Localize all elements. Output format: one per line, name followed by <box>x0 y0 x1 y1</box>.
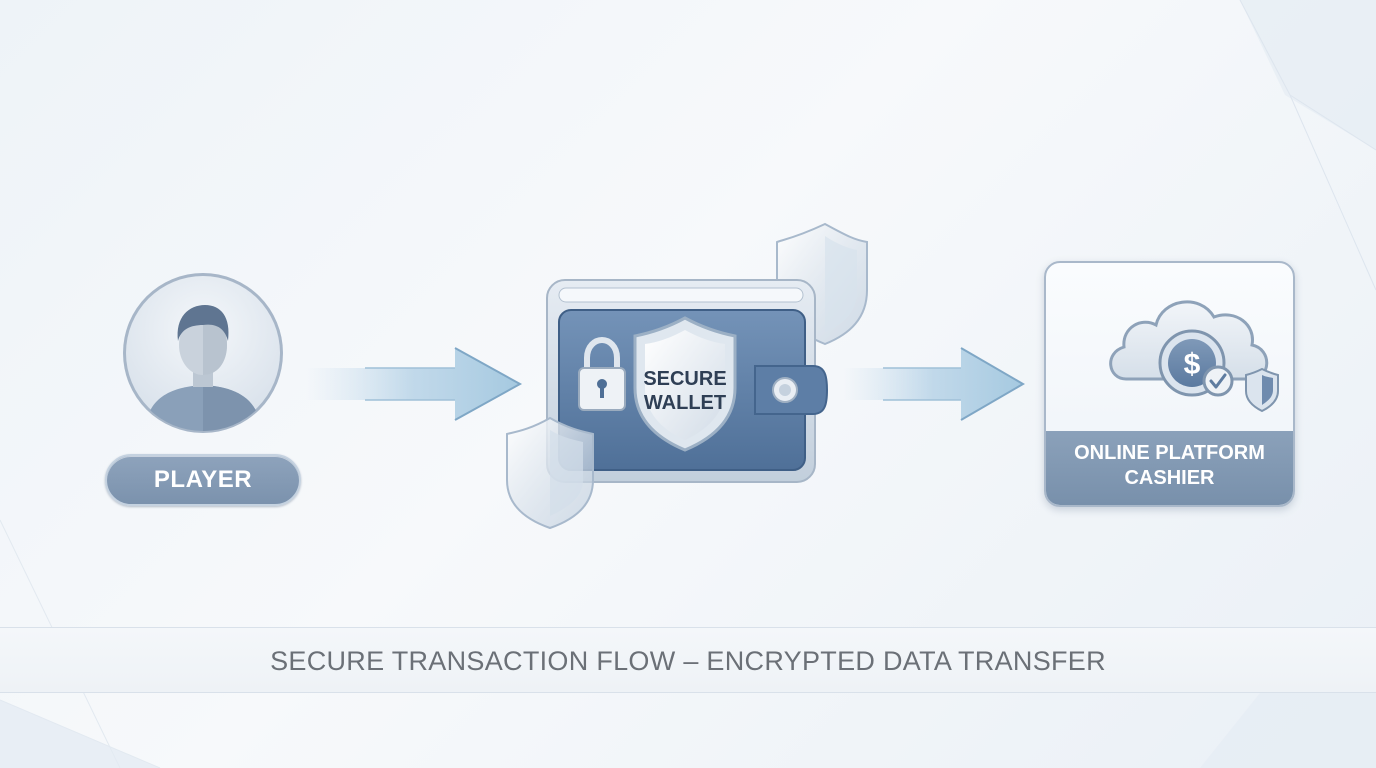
cloud-icon: $ <box>1109 300 1279 413</box>
cashier-label: ONLINE PLATFORM CASHIER <box>1046 431 1293 505</box>
shield-icon <box>506 416 594 530</box>
wallet-icon: SECURE WALLET <box>506 222 868 530</box>
footer-caption: SECURE TRANSACTION FLOW – ENCRYPTED DATA… <box>270 646 1106 676</box>
wallet-label-line2: WALLET <box>644 392 726 414</box>
footer-banner: SECURE TRANSACTION FLOW – ENCRYPTED DATA… <box>0 627 1376 693</box>
svg-text:$: $ <box>1184 348 1201 381</box>
cashier-label-line1: ONLINE PLATFORM <box>1074 442 1265 464</box>
padlock-icon <box>578 336 626 411</box>
cashier-card: $ ONLINE PLATFORM CASHIER <box>1044 261 1295 507</box>
player-label: PLAYER <box>105 454 301 506</box>
cashier-label-line2: CASHIER <box>1124 467 1215 489</box>
right-arrow-icon <box>305 347 523 421</box>
shield-icon <box>1245 367 1279 413</box>
player-avatar-icon <box>123 273 283 433</box>
shield-icon <box>633 316 737 452</box>
wallet-label-line1: SECURE <box>643 368 726 390</box>
checkmark-badge-icon <box>1202 365 1234 397</box>
right-arrow-icon <box>843 347 1025 421</box>
